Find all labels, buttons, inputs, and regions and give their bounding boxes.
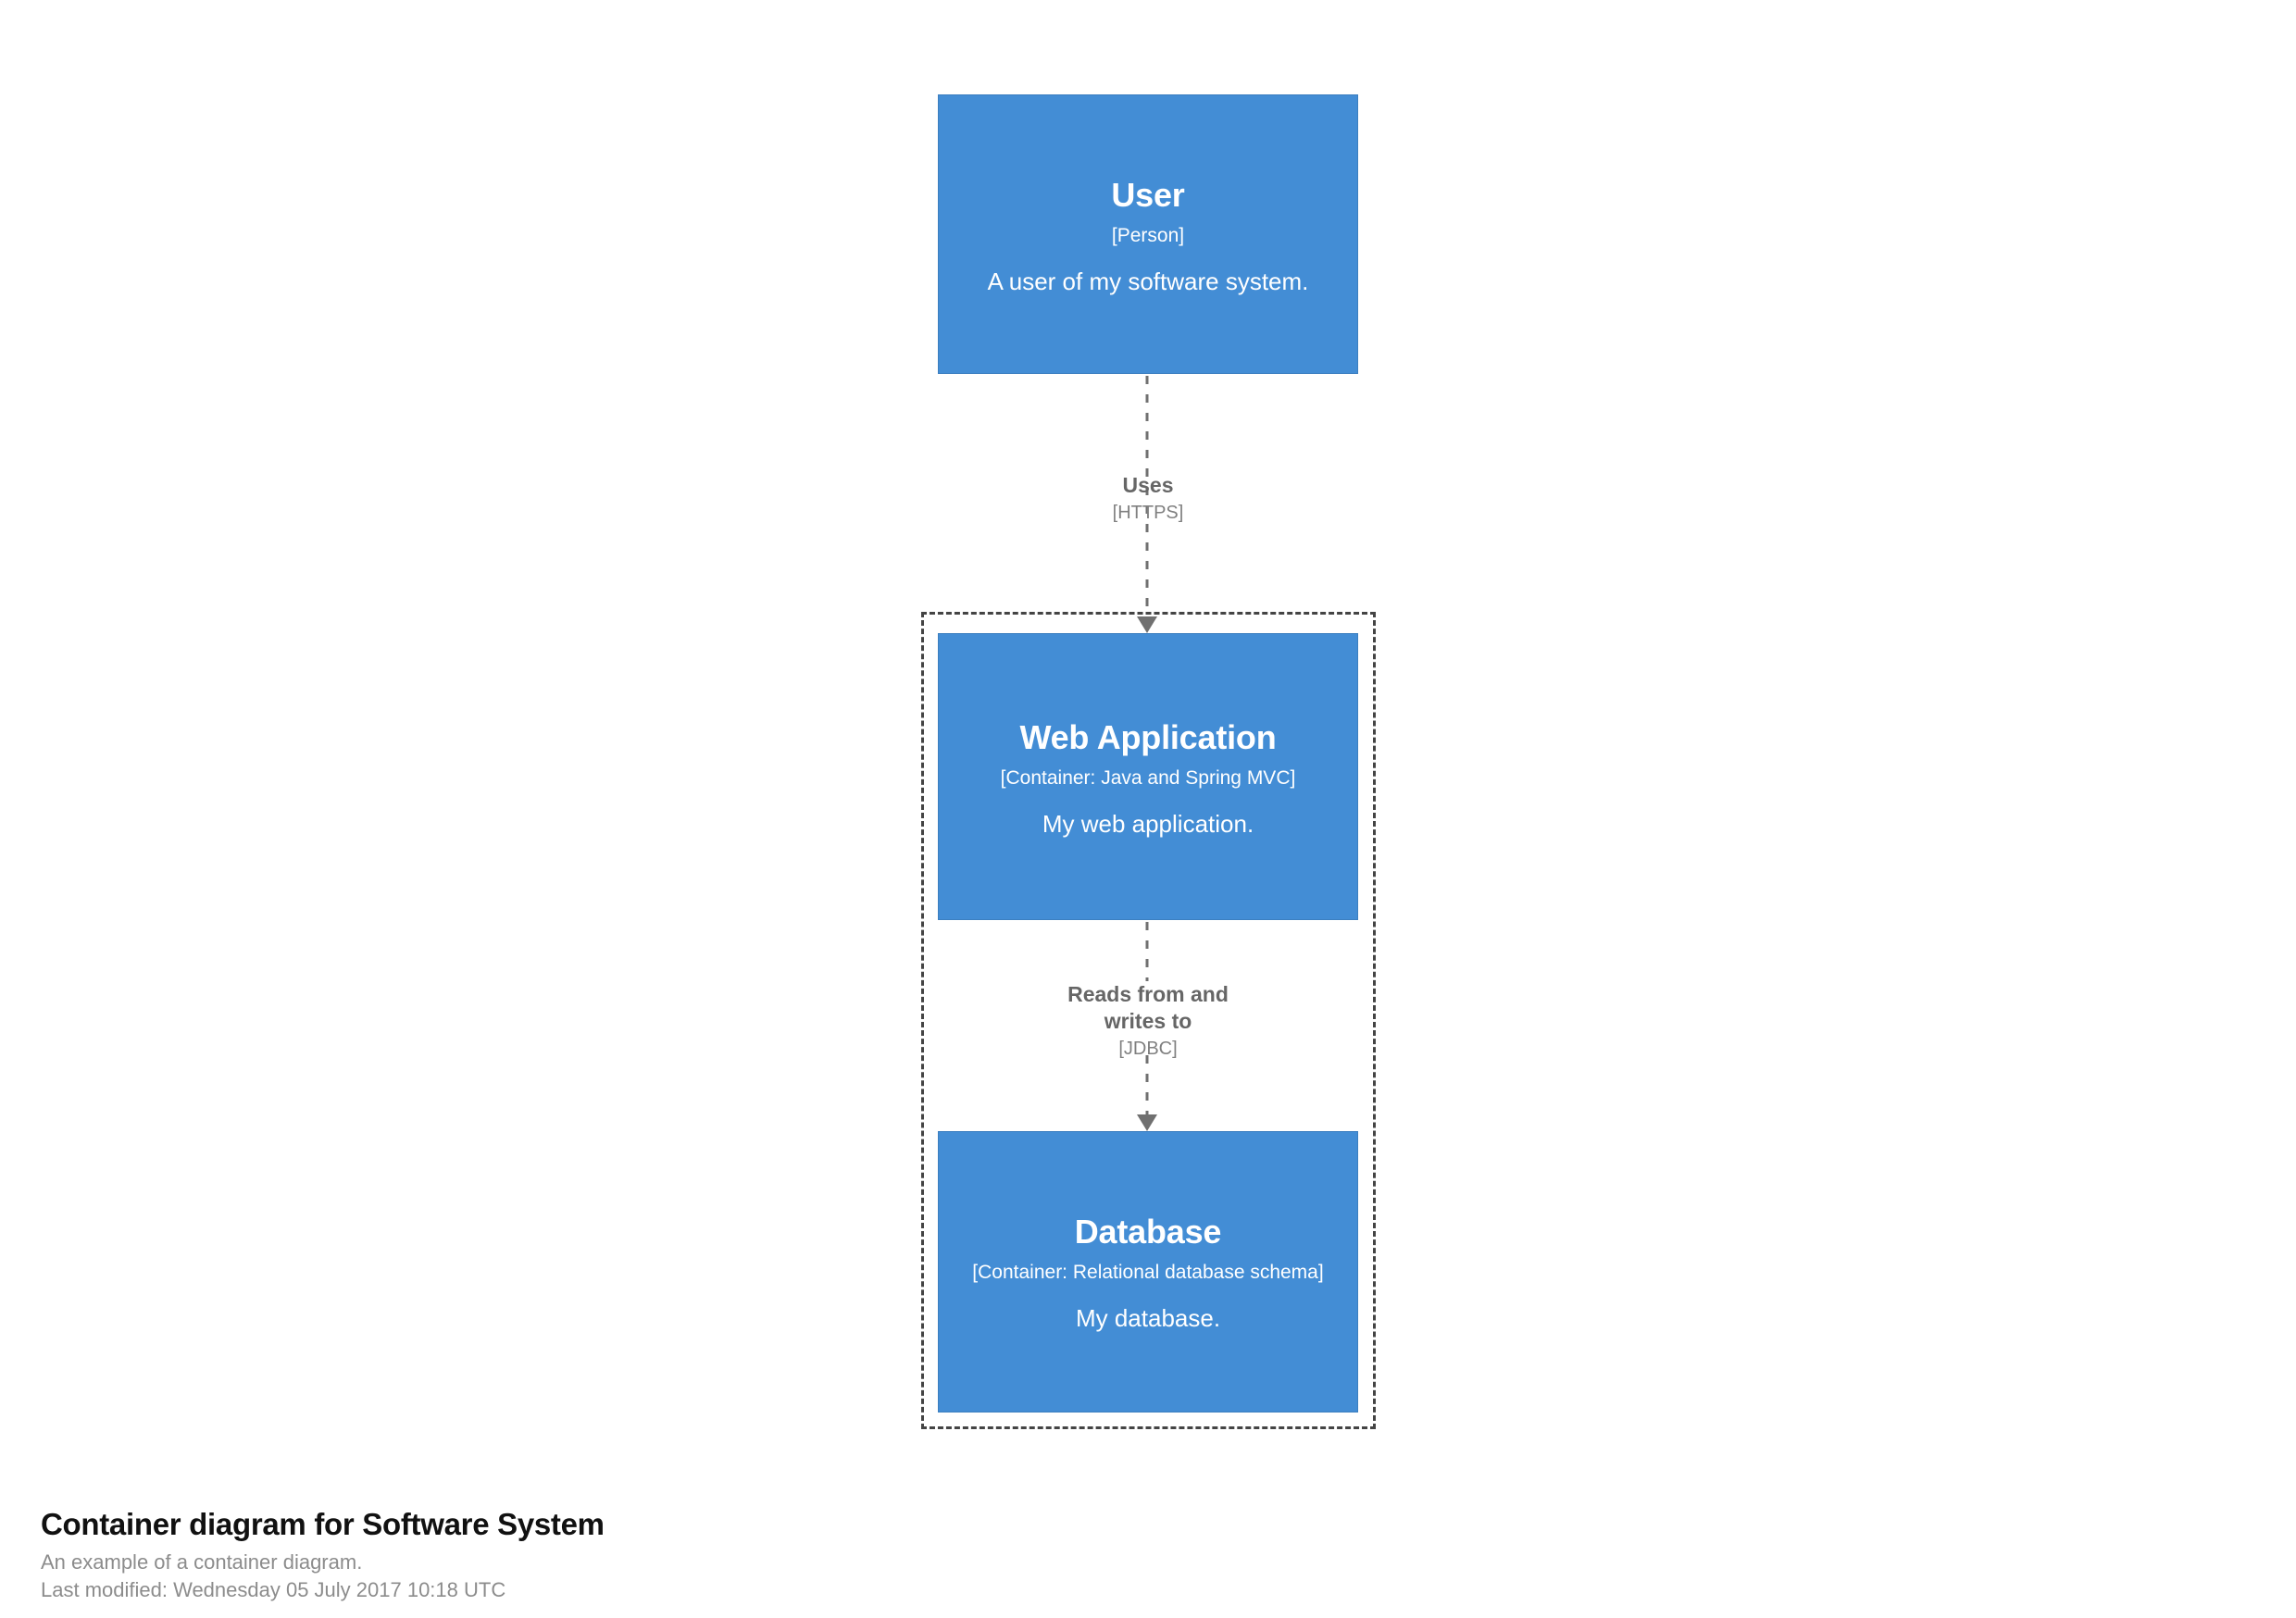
- element-user-name: User: [1111, 176, 1185, 214]
- relationship-reads-writes-technology: [JDBC]: [1118, 1038, 1178, 1059]
- element-user[interactable]: User [Person] A user of my software syst…: [938, 94, 1358, 374]
- relationship-uses-description: Uses: [1122, 473, 1174, 497]
- element-web-application-technology: [Container: Java and Spring MVC]: [1000, 766, 1296, 789]
- element-user-technology: [Person]: [1111, 224, 1185, 246]
- relationship-label-uses: Uses [HTTPS]: [999, 472, 1297, 525]
- element-database-technology: [Container: Relational database schema]: [972, 1261, 1324, 1283]
- element-database[interactable]: Database [Container: Relational database…: [938, 1131, 1358, 1413]
- element-web-application[interactable]: Web Application [Container: Java and Spr…: [938, 633, 1358, 920]
- diagram-description: An example of a container diagram.: [41, 1550, 363, 1574]
- element-web-application-name: Web Application: [1019, 718, 1277, 756]
- relationship-uses-technology: [HTTPS]: [1112, 502, 1184, 523]
- relationship-label-reads-writes: Reads from and writes to [JDBC]: [999, 981, 1297, 1061]
- element-database-name: Database: [1074, 1213, 1222, 1251]
- diagram-last-modified: Last modified: Wednesday 05 July 2017 10…: [41, 1577, 506, 1601]
- diagram-caption: Container diagram for Software System An…: [41, 1506, 1152, 1604]
- relationship-reads-writes-description: Reads from and writes to: [1067, 982, 1229, 1033]
- element-database-description: My database.: [1075, 1303, 1221, 1332]
- diagram-title: Container diagram for Software System: [41, 1507, 605, 1541]
- element-web-application-description: My web application.: [1042, 809, 1254, 838]
- element-user-description: A user of my software system.: [987, 267, 1309, 295]
